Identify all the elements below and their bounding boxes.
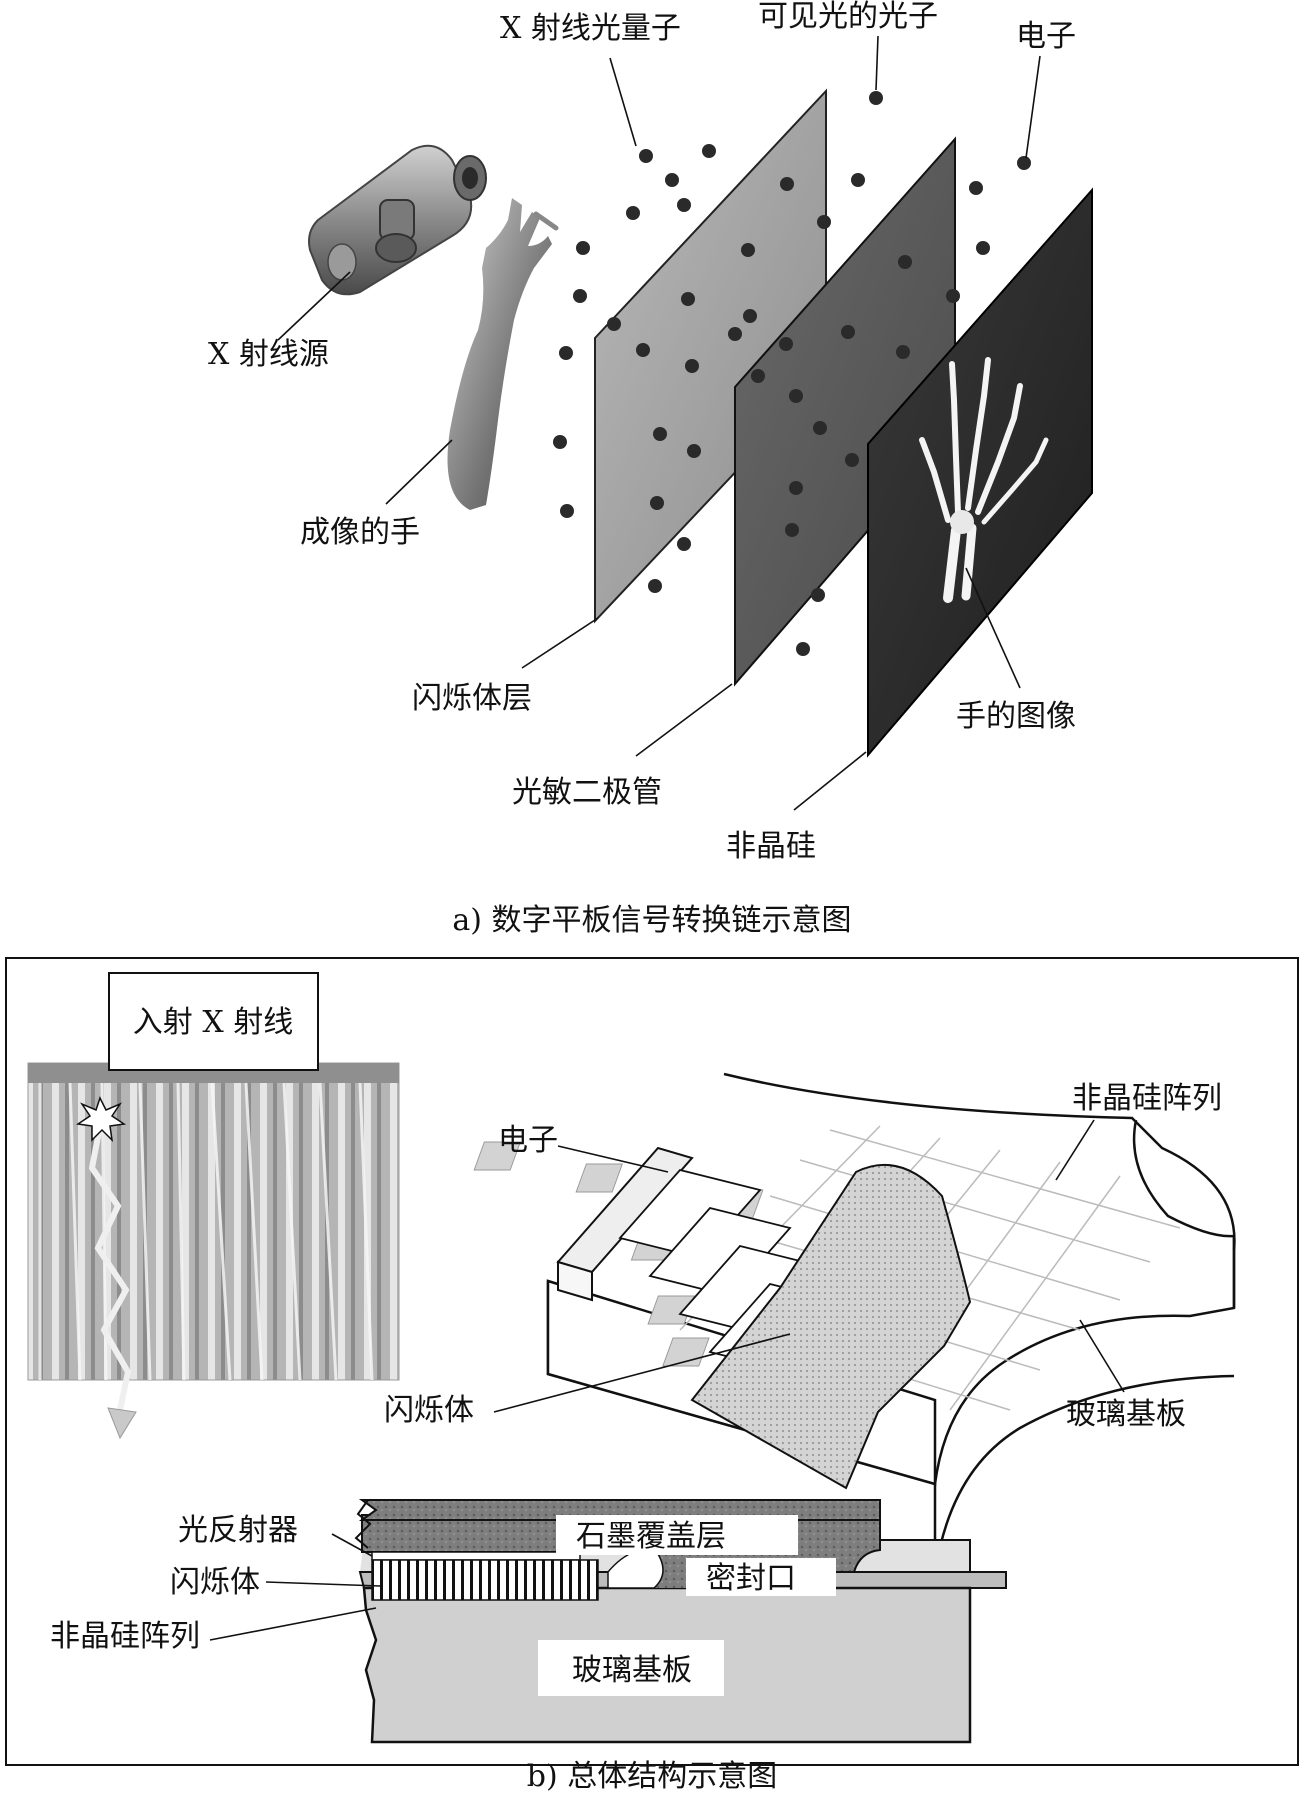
down-arrow-icon (107, 1407, 137, 1440)
panel-a-leader-lines (277, 35, 1041, 811)
label-incident-xray: 入射 X 射线 (133, 1005, 293, 1040)
burst-icon (75, 1096, 127, 1143)
caption-a: a) 数字平板信号转换链示意图 (452, 903, 851, 938)
detector-3d-illustration (473, 1072, 1236, 1575)
label-asi-array: 非晶硅阵列 (1072, 1081, 1222, 1116)
hand-silhouette-icon (447, 198, 559, 510)
label-scintillator-cs: 闪烁体 (170, 1565, 260, 1600)
panel-b-leader-lines (493, 1119, 1125, 1413)
cross-section-leader-lines (209, 1533, 381, 1641)
caption-b: b) 总体结构示意图 (527, 1759, 777, 1793)
label-amorphous-silicon: 非晶硅 (726, 829, 816, 864)
label-light-reflector: 光反射器 (178, 1513, 298, 1548)
xray-tube-icon (308, 144, 487, 296)
label-photodiode: 光敏二极管 (512, 775, 662, 810)
label-electron-b: 电子 (498, 1123, 558, 1158)
label-xray-source: X 射线源 (208, 337, 329, 372)
label-glass-substrate-cs: 玻璃基板 (572, 1653, 692, 1688)
xray-hand-image (919, 357, 1049, 603)
label-graphite-cover: 石墨覆盖层 (576, 1519, 726, 1554)
label-visible-photon: 可见光的光子 (758, 0, 938, 34)
label-electron-a: 电子 (1016, 19, 1076, 54)
cross-section-illustration (354, 1499, 1007, 1744)
particle-dots (553, 91, 1031, 656)
incident-xray-box (108, 972, 319, 1071)
label-glass-substrate-b: 玻璃基板 (1066, 1397, 1186, 1432)
label-imaged-hand: 成像的手 (300, 515, 420, 550)
panel-a-illustration (277, 35, 1093, 811)
label-scintillator-layer: 闪烁体层 (412, 681, 532, 716)
label-asi-array-cs: 非晶硅阵列 (50, 1619, 200, 1654)
label-hand-image: 手的图像 (956, 699, 1076, 734)
asi-plate (867, 187, 1093, 758)
label-seal: 密封口 (706, 1561, 796, 1596)
label-xray-photon: X 射线光量子 (500, 11, 681, 46)
label-scintillator-b: 闪烁体 (384, 1393, 474, 1428)
